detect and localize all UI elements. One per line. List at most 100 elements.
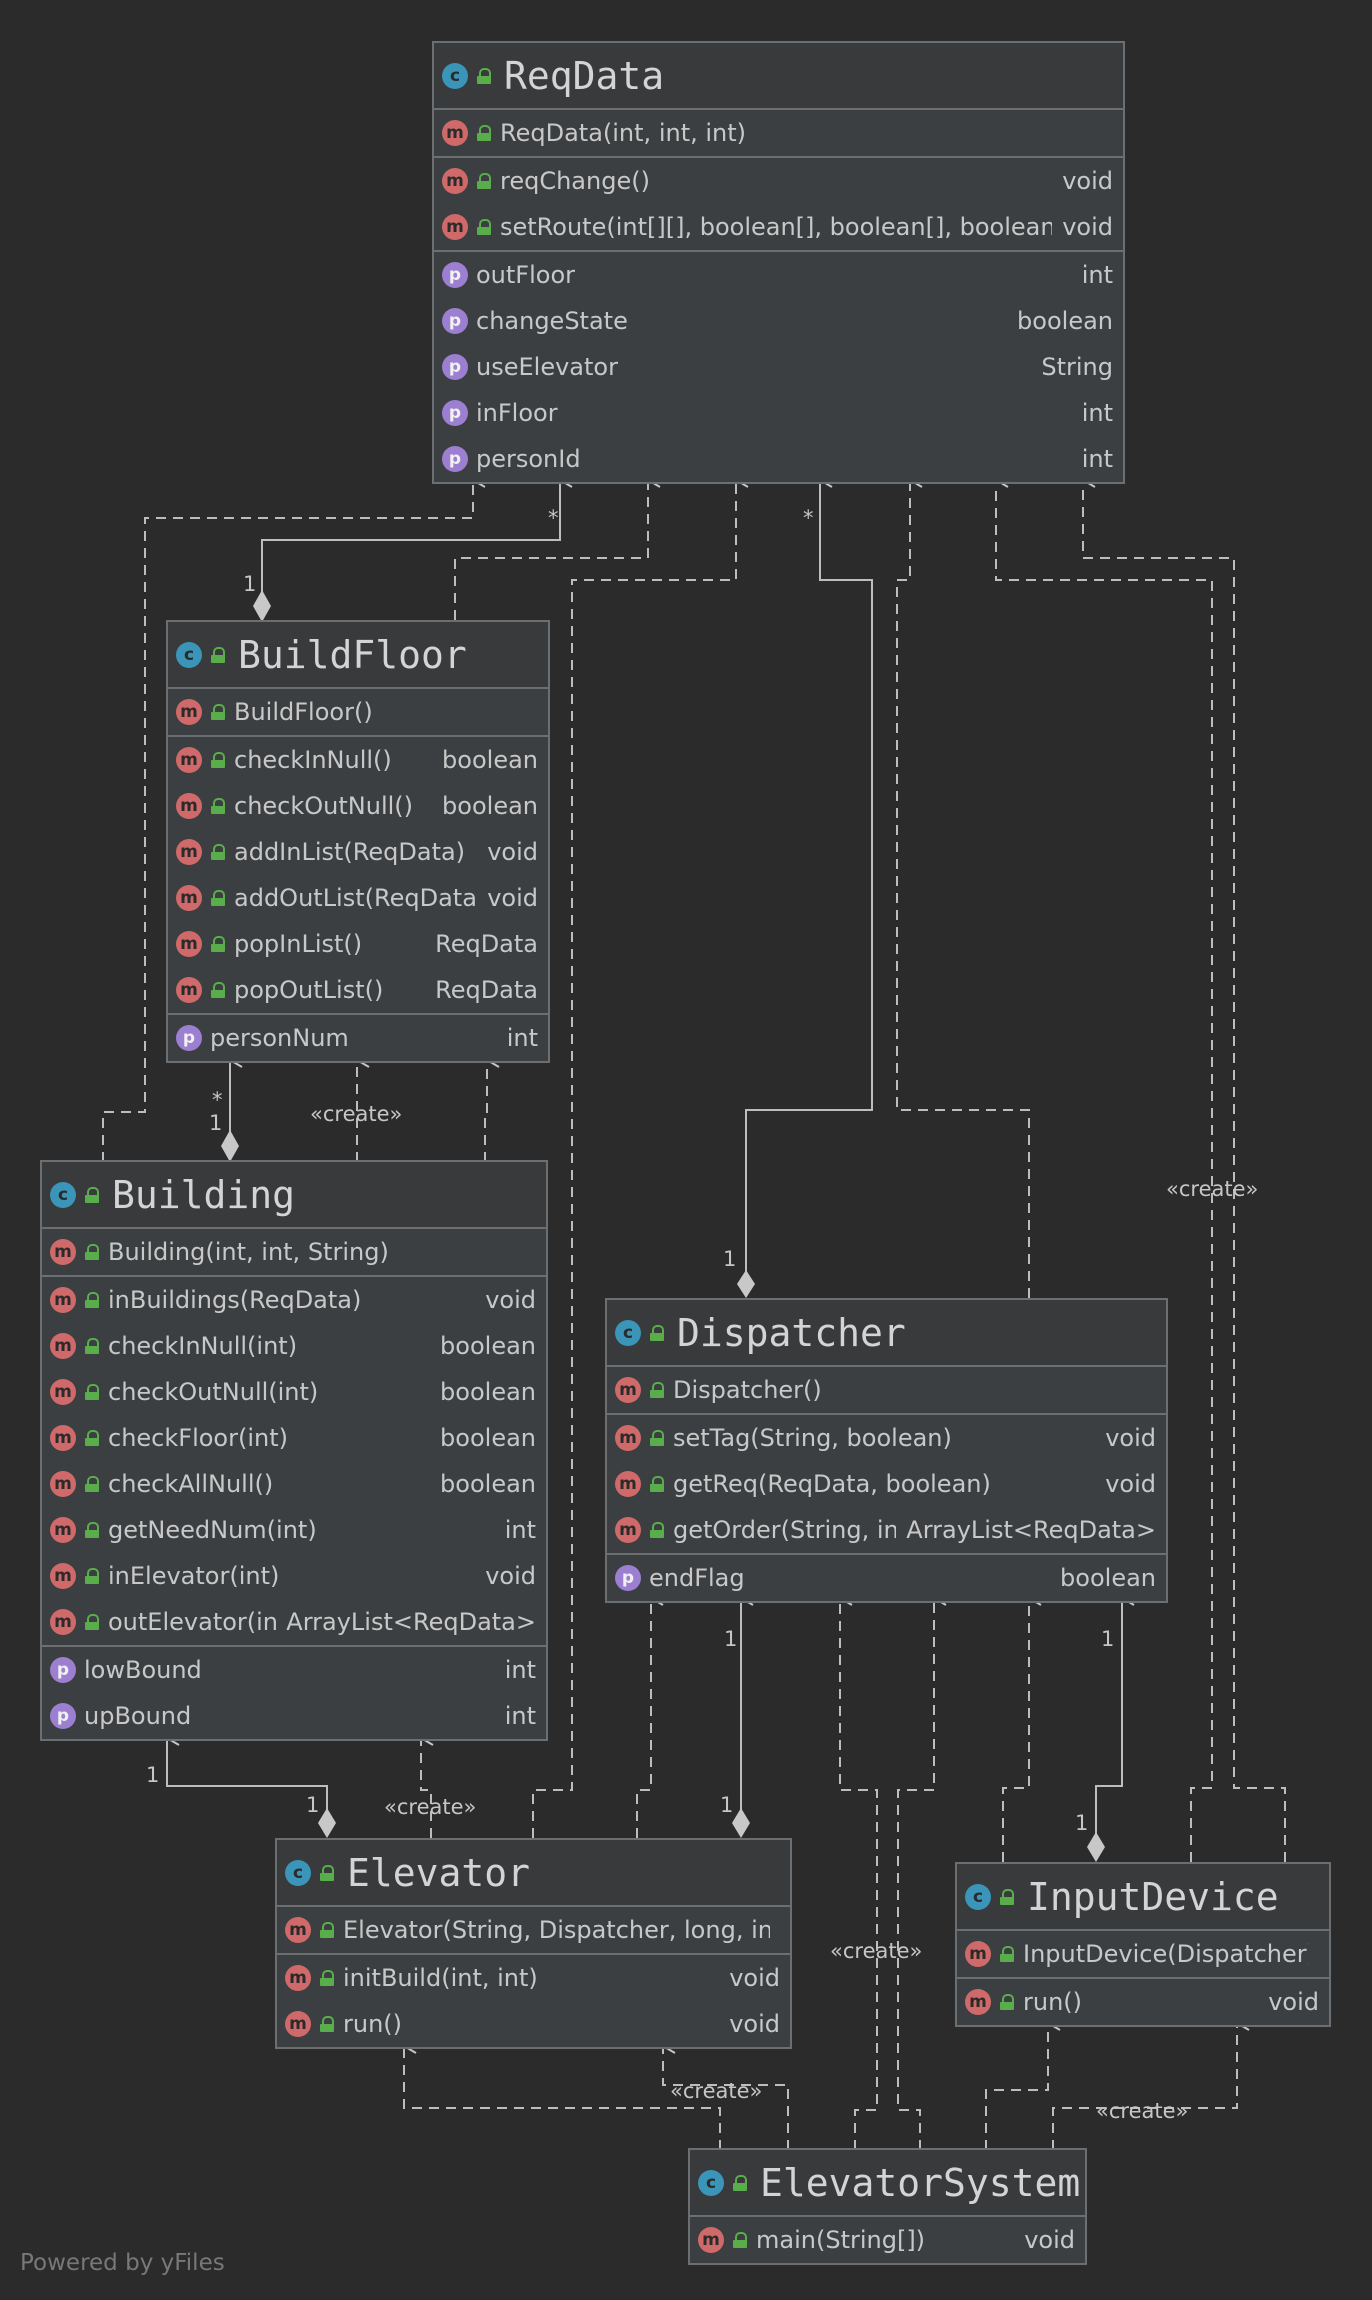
class-header: c InputDevice bbox=[957, 1864, 1329, 1931]
member-name: addOutList(ReqData) bbox=[234, 884, 478, 912]
property-icon: p bbox=[50, 1657, 76, 1683]
method-icon: m bbox=[50, 1287, 76, 1313]
class-header: c Elevator bbox=[277, 1840, 790, 1907]
mult-label: 1 bbox=[146, 1763, 159, 1787]
method-icon: m bbox=[615, 1471, 641, 1497]
public-lock-icon bbox=[84, 1338, 100, 1354]
method-icon: m bbox=[50, 1609, 76, 1635]
method-icon: m bbox=[442, 214, 468, 240]
method-icon: m bbox=[615, 1377, 641, 1403]
comp-dispatcher-reqdata bbox=[745, 472, 873, 1277]
class-name: Dispatcher bbox=[677, 1310, 906, 1355]
diamond-buildfloor bbox=[253, 590, 271, 622]
method-icon: m bbox=[176, 885, 202, 911]
dep-inputdevice-dispatcher bbox=[1002, 1590, 1042, 1862]
mult-label: 1 bbox=[243, 572, 256, 596]
dep-building-reqdata bbox=[102, 472, 486, 1162]
member-name: checkInNull() bbox=[234, 746, 392, 774]
dep-elevatorsystem-elevator bbox=[402, 2038, 721, 2150]
member-name: personNum bbox=[210, 1024, 349, 1052]
dep-inputdevice-reqdata-b bbox=[1081, 472, 1286, 1862]
member-name: upBound bbox=[84, 1702, 192, 1730]
method-icon: m bbox=[176, 839, 202, 865]
method-row[interactable]: m popInList() ReqData bbox=[168, 921, 548, 967]
method-icon: m bbox=[176, 931, 202, 957]
diamond-elevator-a bbox=[318, 1808, 336, 1838]
member-type: void bbox=[729, 2010, 780, 2038]
public-lock-icon bbox=[319, 1864, 335, 1881]
member-type: void bbox=[1062, 167, 1113, 195]
mult-label: 1 bbox=[724, 1627, 737, 1651]
method-icon: m bbox=[442, 120, 468, 146]
property-icon: p bbox=[442, 400, 468, 426]
class-header: c Dispatcher bbox=[607, 1300, 1166, 1367]
method-icon: m bbox=[176, 977, 202, 1003]
member-name: getNeedNum(int) bbox=[108, 1516, 317, 1544]
member-type: int bbox=[1081, 261, 1113, 289]
public-lock-icon bbox=[210, 844, 226, 860]
member-name: main(String[]) bbox=[756, 2226, 926, 2254]
constructor-row[interactable]: m Dispatcher() bbox=[607, 1367, 1166, 1413]
member-name: checkInNull(int) bbox=[108, 1332, 298, 1360]
member-type: ReqData bbox=[435, 930, 538, 958]
comp-elevator-building bbox=[165, 1730, 328, 1814]
member-type: void bbox=[1062, 213, 1113, 241]
mult-label: * bbox=[212, 1088, 223, 1112]
member-type: boolean bbox=[440, 1424, 536, 1452]
diamond-dispatcher bbox=[737, 1270, 755, 1298]
member-name: popInList() bbox=[234, 930, 363, 958]
mult-label: * bbox=[803, 506, 814, 530]
member-name: Dispatcher() bbox=[673, 1376, 822, 1404]
member-name: useElevator bbox=[476, 353, 618, 381]
public-lock-icon bbox=[210, 646, 226, 663]
